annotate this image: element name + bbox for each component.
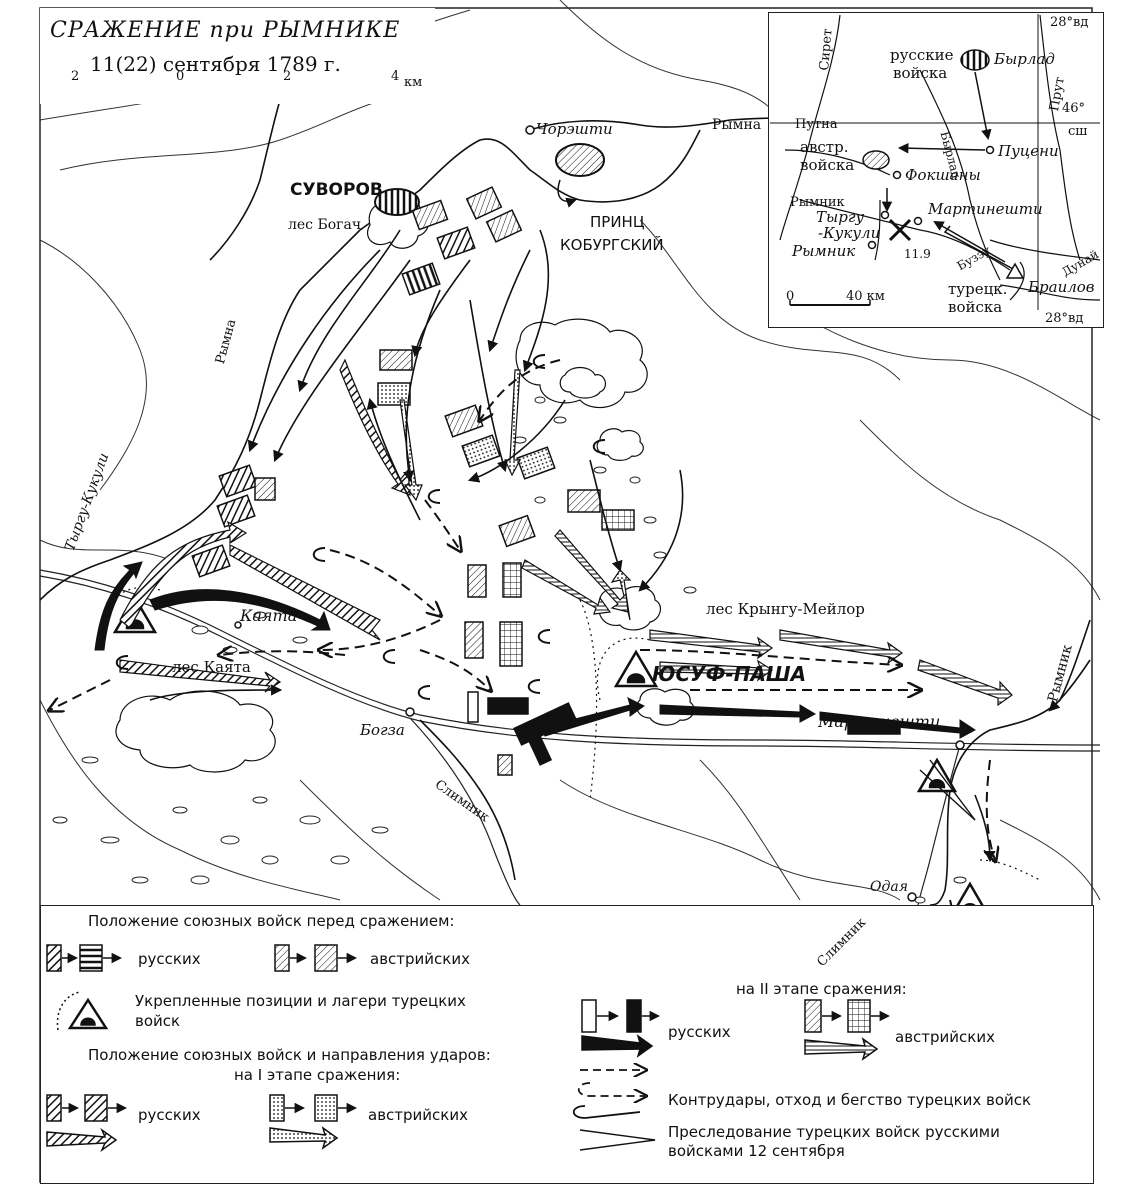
rymna-river bbox=[39, 129, 701, 601]
inset-lat-unit: сш bbox=[1068, 124, 1088, 139]
inset-tur-2: войска bbox=[948, 298, 1003, 316]
inset-rus-2: войска bbox=[893, 64, 948, 82]
label-yusuf-pasha: ЮСУФ-ПАША bbox=[652, 662, 807, 686]
inset-date: 11.9 bbox=[904, 247, 931, 261]
label-rymna: Рымна bbox=[712, 117, 762, 133]
suvorov-position bbox=[374, 188, 420, 216]
map-title: СРАЖЕНИЕ при РЫМНИКЕ bbox=[50, 18, 401, 43]
label-prince: ПРИНЦ bbox=[590, 213, 645, 231]
rymnik-river bbox=[929, 619, 1091, 906]
inset-siret: Сирет bbox=[817, 28, 836, 72]
map-subtitle: 11(22) сентября 1789 г. bbox=[90, 52, 341, 76]
label-chorashti: Чорэшти bbox=[536, 120, 613, 138]
coburg-position bbox=[555, 143, 605, 208]
label-les-kryngu: лес Крынгу-Мейлор bbox=[706, 600, 865, 618]
legend-stage2-rus: русских bbox=[668, 1023, 731, 1041]
label-kayata: Каята bbox=[240, 606, 298, 625]
scale-tick-2: 2 bbox=[283, 69, 292, 84]
inset-byrlad: Бырлад bbox=[994, 50, 1055, 68]
legend-pursuit-1: Преследование турецких войск русскими bbox=[668, 1123, 1000, 1141]
inset-rymnik: Рымник bbox=[792, 242, 856, 260]
inset-lon-top: 28°вд bbox=[1050, 15, 1089, 30]
forest-kayata bbox=[115, 690, 276, 773]
inset-lat: 46° bbox=[1062, 101, 1086, 116]
label-martineshti: Мартинешти bbox=[818, 712, 941, 731]
inset-tur-1: турецк. bbox=[948, 280, 1008, 298]
legend-stage1-title: на I этапе сражения: bbox=[234, 1066, 401, 1084]
forest-center bbox=[515, 318, 648, 409]
inset-fokshany: Фокшаны bbox=[905, 166, 981, 184]
legend bbox=[40, 905, 1094, 1184]
austrian-units-stage2 bbox=[464, 489, 635, 667]
entrenchment-arcs bbox=[103, 586, 1041, 881]
inset-tyrgu-1: Тыргу bbox=[816, 208, 865, 226]
inset-aus-1: австр. bbox=[800, 138, 849, 156]
legend-before-rus: русских bbox=[138, 950, 201, 968]
maneuver-arrows bbox=[149, 229, 1091, 863]
label-les-bogach: лес Богач bbox=[288, 217, 362, 233]
label-suvorov: СУВОРОВ bbox=[290, 180, 383, 200]
legend-fort-1: Укрепленные позиции и лагери турецких bbox=[135, 992, 466, 1010]
inset-putna: Путна bbox=[795, 117, 838, 132]
legend-fort-2: войск bbox=[135, 1012, 181, 1030]
inset-putseni: Пуцени bbox=[998, 142, 1059, 160]
vegetation bbox=[52, 396, 967, 904]
russian-units-stage1 bbox=[191, 199, 476, 578]
label-bogza: Богза bbox=[360, 721, 405, 739]
legend-counter: Контрудары, отход и бегство турецких вой… bbox=[668, 1091, 1032, 1109]
villages bbox=[234, 125, 965, 902]
inset-brailov: Браилов bbox=[1028, 278, 1095, 296]
austrian-units-stage1 bbox=[254, 186, 556, 501]
inset-scale-km: 40 км bbox=[846, 289, 885, 304]
scale-tick-2-left: 2 bbox=[71, 69, 80, 84]
legend-stage1-rus: русских bbox=[138, 1106, 201, 1124]
austrian-attack-arrows-stage2 bbox=[521, 529, 1013, 707]
label-coburg: КОБУРГСКИЙ bbox=[560, 236, 664, 254]
legend-dir-title: Положение союзных войск и направления уд… bbox=[88, 1046, 491, 1064]
inset-tyrgu-2: -Кукули bbox=[818, 224, 881, 242]
inset-aus-2: войска bbox=[800, 156, 855, 174]
russian-attack-arrows-stage2 bbox=[94, 561, 976, 739]
roads bbox=[39, 569, 1101, 906]
legend-stage2-aus: австрийских bbox=[895, 1028, 995, 1046]
legend-before-title: Положение союзных войск перед сражением: bbox=[88, 912, 455, 930]
legend-before-aus: австрийских bbox=[370, 950, 470, 968]
inset-rus-1: русские bbox=[890, 46, 954, 64]
scale-unit: км bbox=[404, 75, 423, 90]
map-title-box: СРАЖЕНИЕ при РЫМНИКЕ 11(22) сентября 178… bbox=[40, 8, 435, 104]
retreat-symbols bbox=[115, 354, 606, 700]
label-odaya: Одая bbox=[870, 879, 908, 895]
scale-tick-0: 0 bbox=[176, 69, 185, 84]
label-les-kayata: лес Каята bbox=[172, 658, 251, 676]
legend-stage2-title: на II этапе сражения: bbox=[736, 980, 907, 998]
russian-attack-arrows-stage1 bbox=[119, 358, 411, 693]
legend-stage1-aus: австрийских bbox=[368, 1106, 468, 1124]
slimnik-river bbox=[419, 719, 516, 881]
inset-martineshti: Мартинешти bbox=[928, 200, 1043, 218]
scale-tick-4: 4 bbox=[391, 69, 400, 84]
inset-lon-bottom: 28°вд bbox=[1045, 311, 1084, 326]
legend-pursuit-2: войсками 12 сентября bbox=[668, 1142, 845, 1160]
inset-scale-zero: 0 bbox=[786, 289, 795, 304]
